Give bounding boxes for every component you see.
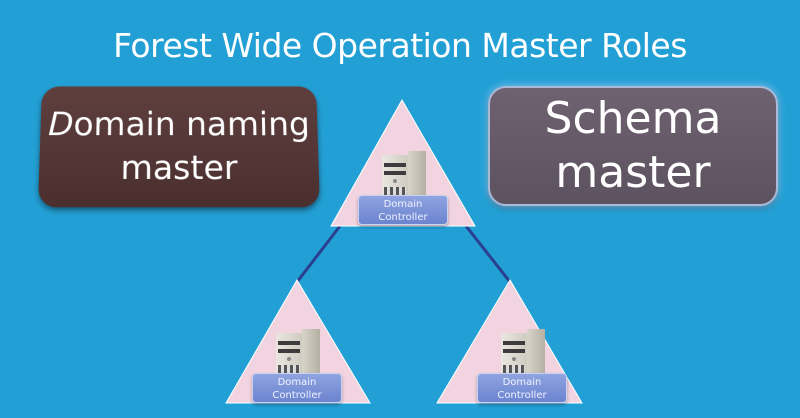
slide-title: Forest Wide Operation Master Roles (113, 26, 687, 65)
domain-controller-bottom-right: Domain Controller (477, 329, 567, 409)
dc-label-line2: Controller (272, 390, 322, 401)
schema-line2: master (555, 147, 711, 198)
schema-line1: Schema (544, 93, 722, 144)
domain-controller-top: Domain Controller (358, 151, 448, 231)
dc-label: Domain Controller (358, 195, 448, 225)
dc-label-line2: Controller (497, 390, 547, 401)
connector-left (295, 225, 342, 283)
schema-master-box: Schema master (488, 86, 778, 206)
domain-controller-bottom-left: Domain Controller (252, 329, 342, 409)
dc-label-line1: Domain (502, 377, 542, 388)
dc-label-line2: Controller (378, 212, 428, 223)
dc-label-line1: Domain (277, 377, 317, 388)
dc-label: Domain Controller (477, 373, 567, 403)
dc-label-line1: Domain (383, 199, 423, 210)
connector-right (464, 225, 512, 283)
dc-label: Domain Controller (252, 373, 342, 403)
